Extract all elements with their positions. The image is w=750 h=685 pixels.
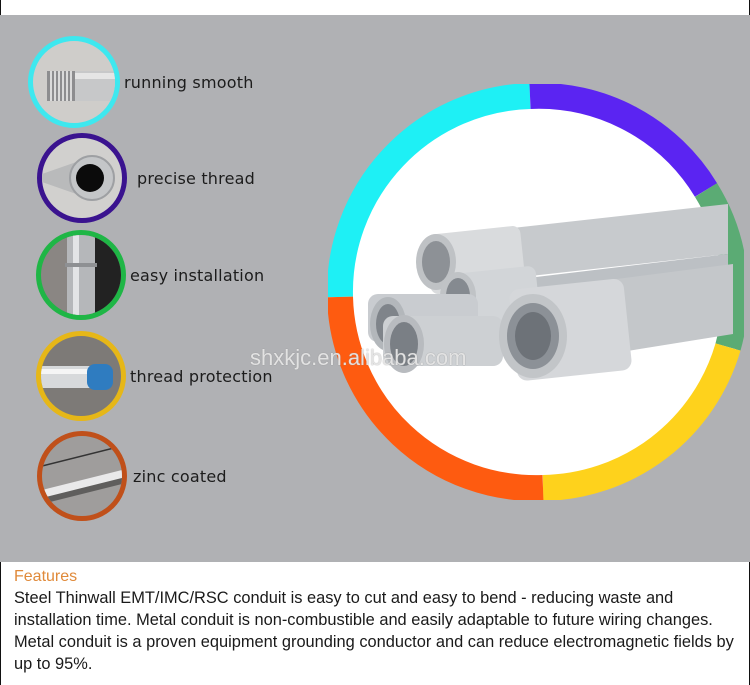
hero-product-ring	[328, 84, 744, 500]
feature-easy-installation: easy installation	[36, 230, 264, 320]
watermark-text: shxkjc.en.alibaba.com	[250, 345, 467, 370]
feature-label: easy installation	[130, 265, 265, 285]
ring-segment-yellow	[542, 343, 741, 500]
blue-cap-pipe-icon	[36, 331, 126, 421]
feature-label: zinc coated	[133, 466, 227, 486]
feature-label: running smooth	[124, 72, 254, 92]
feature-precise-thread: precise thread	[37, 133, 255, 223]
ring-segment-orange	[328, 296, 544, 500]
pipe-opening-icon	[37, 133, 127, 223]
ring-segment-purple	[529, 84, 718, 197]
zinc-pipe-icon	[37, 431, 127, 521]
conduit-pipes-image	[368, 204, 733, 381]
threaded-pipe-end-icon	[28, 36, 120, 128]
features-description: Features Steel Thinwall EMT/IMC/RSC cond…	[14, 567, 744, 675]
feature-label: precise thread	[137, 168, 255, 188]
features-title: Features	[14, 568, 78, 585]
feature-running-smooth: running smooth	[28, 36, 254, 128]
feature-panel: running smooth precise thread easy insta…	[0, 15, 750, 562]
coupling-icon	[36, 230, 126, 320]
feature-zinc-coated: zinc coated	[37, 431, 227, 521]
feature-thread-protection: thread protection	[36, 331, 273, 421]
ring-segment-cyan	[328, 84, 531, 298]
feature-label: thread protection	[130, 366, 273, 386]
features-body: Steel Thinwall EMT/IMC/RSC conduit is ea…	[14, 589, 734, 673]
